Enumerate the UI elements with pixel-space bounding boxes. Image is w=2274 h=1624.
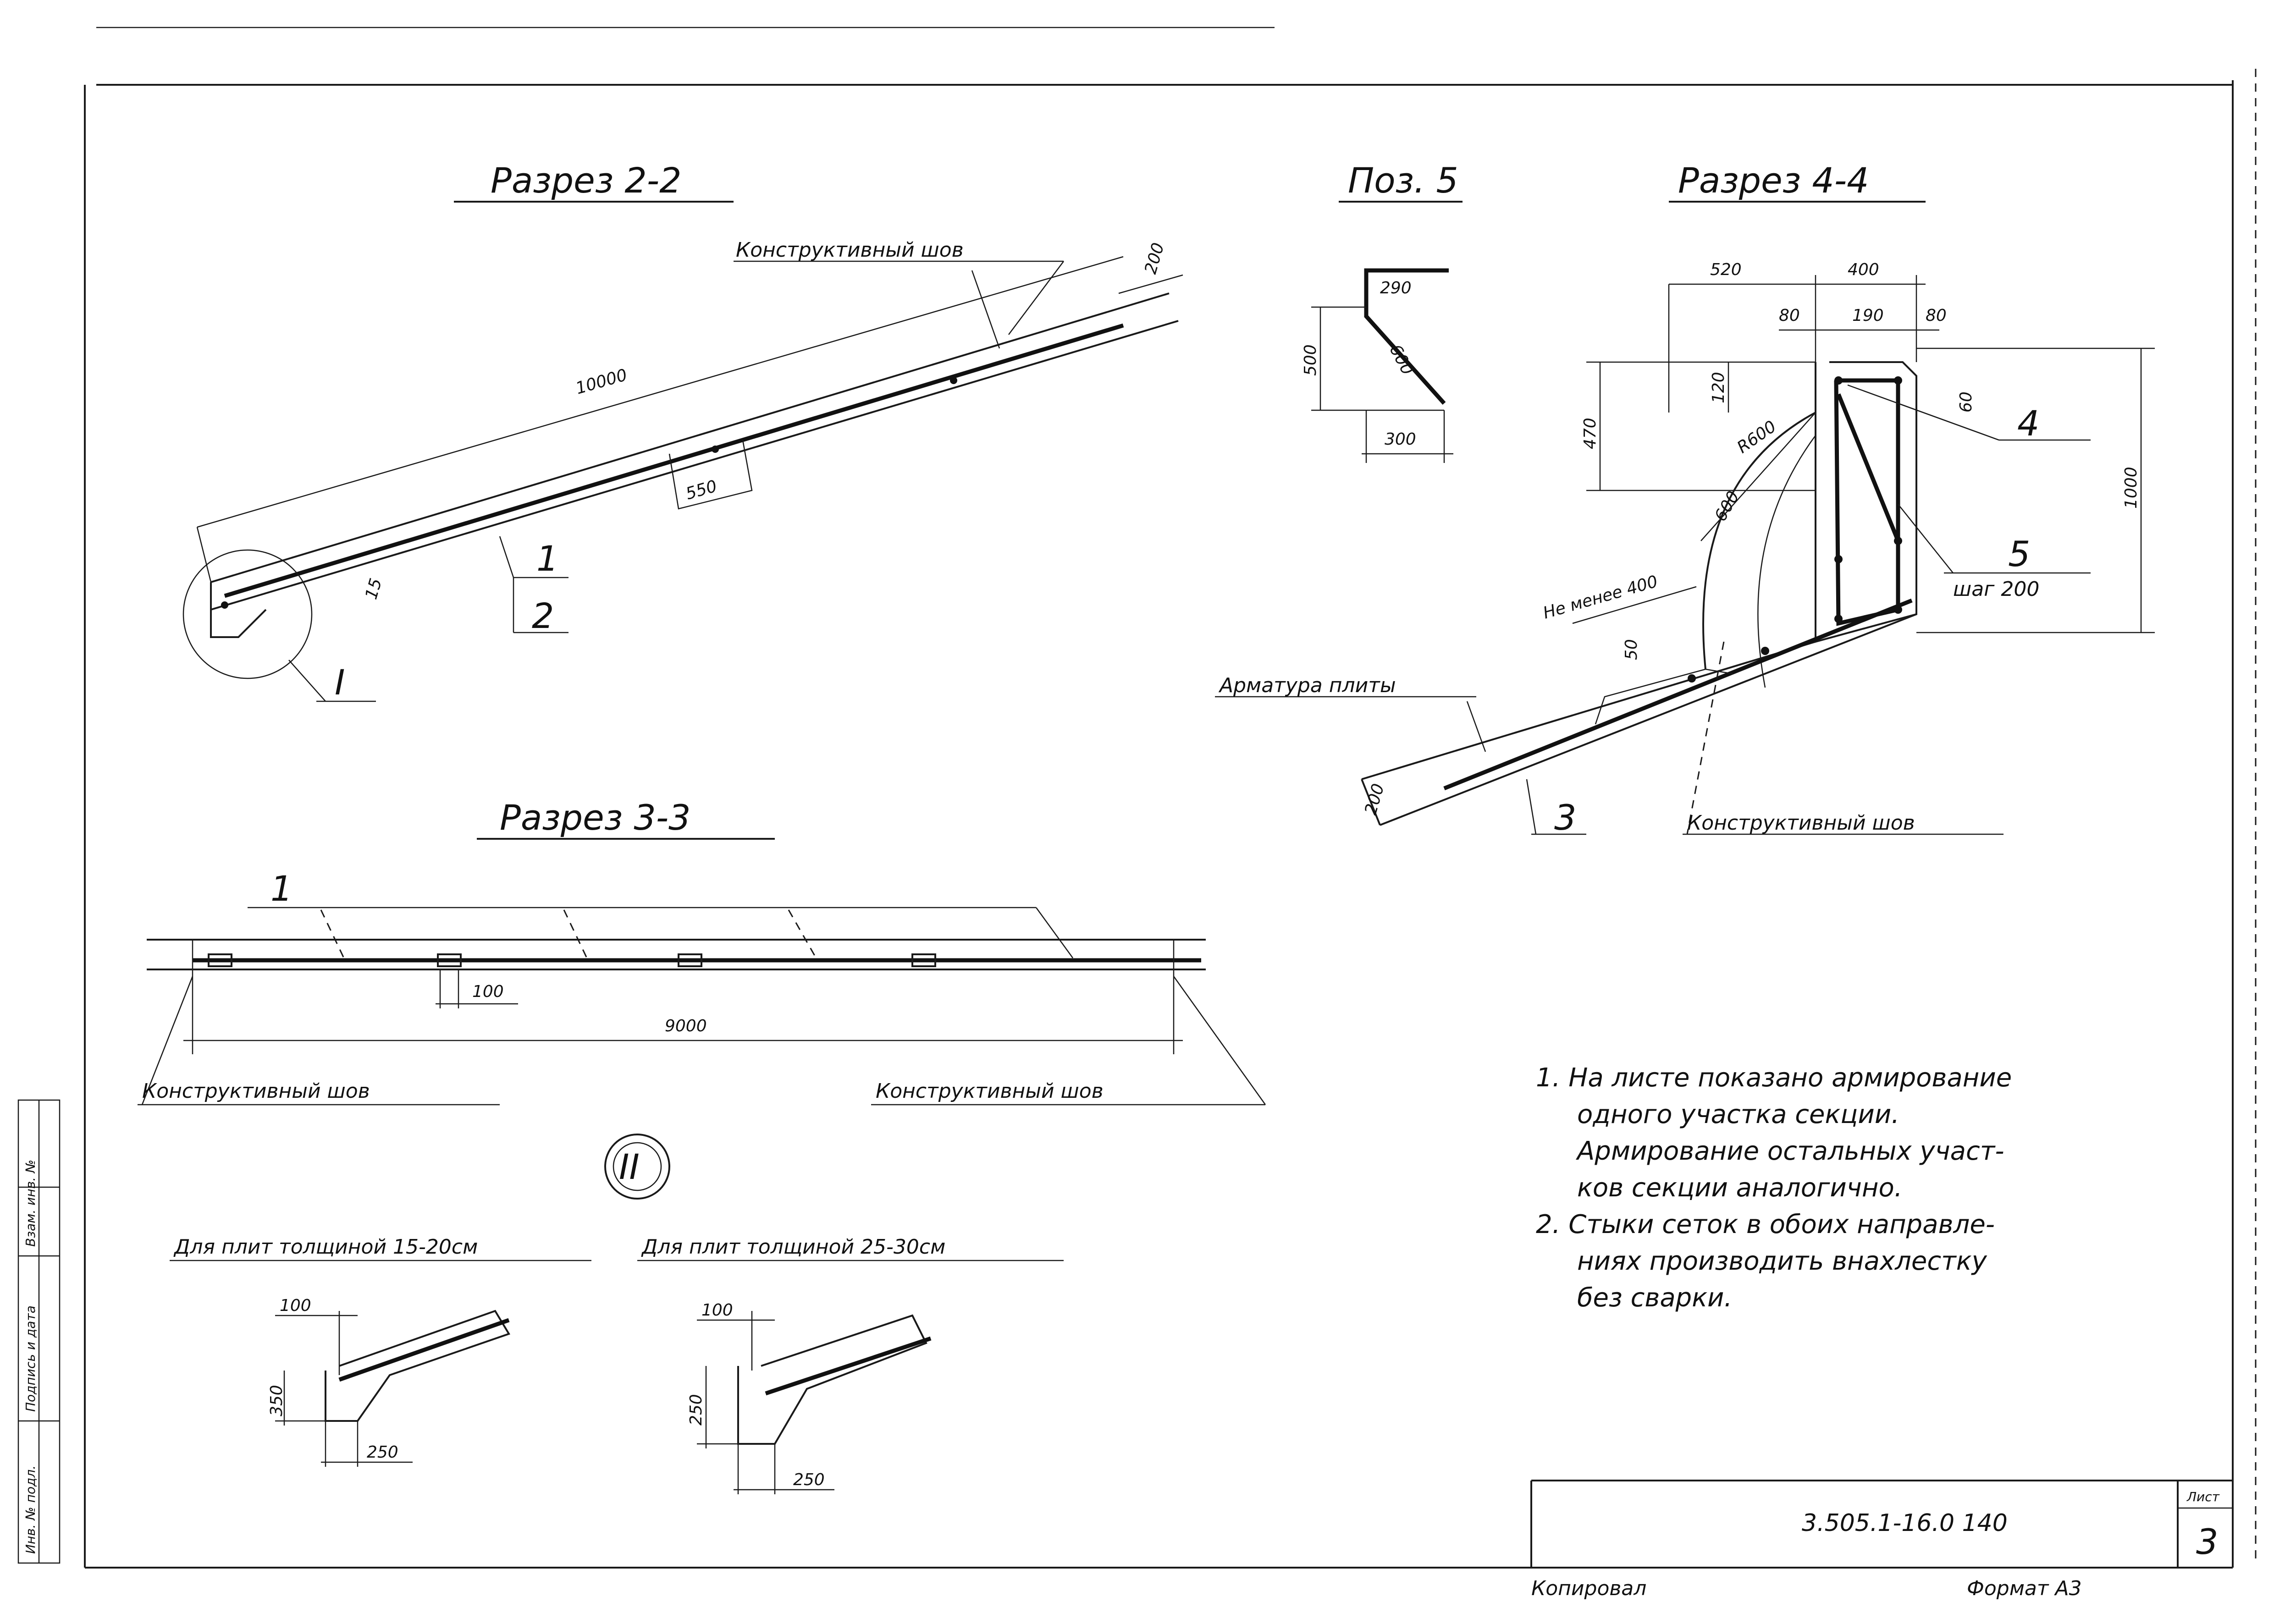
note-line-3: Армирование остальных участ- — [1576, 1136, 2004, 1166]
section-2-2: Разрез 2-2 10000 200 550 15 Конструктивн… — [182, 160, 1183, 703]
s44-dim-60: 60 — [1957, 391, 1976, 413]
s44-dim-520: 520 — [1710, 260, 1742, 279]
doc-code: 3.505.1-16.0 140 — [1802, 1509, 2008, 1537]
section-3-3: Разрез 3-3 1 100 9000 Конструктивный шов — [138, 797, 1266, 1106]
section-4-4-title: Разрез 4-4 — [1678, 160, 1869, 201]
s44-dim-1000: 1000 — [2122, 467, 2141, 509]
callout-1: 1 — [536, 538, 558, 579]
sheet-label: Лист — [2186, 1489, 2220, 1504]
poz-5: Поз. 5 290 500 600 300 — [1301, 160, 1463, 463]
s44-dim-80b: 80 — [1926, 306, 1947, 325]
s44-dim-470: 470 — [1581, 418, 1600, 449]
note-line-5: 2. Стыки сеток в обоих направле- — [1536, 1210, 1995, 1239]
s44-dim-50: 50 — [1622, 639, 1641, 660]
poz5-dim-290: 290 — [1380, 279, 1412, 297]
poz5-dim-500: 500 — [1301, 344, 1320, 376]
section-3-3-joint-right: Конструктивный шов — [876, 1079, 1104, 1103]
detail-II-marker-circle — [604, 1134, 670, 1200]
dim-10000: 10000 — [574, 366, 629, 398]
detail-II-left-100: 100 — [280, 1296, 311, 1315]
format-label: Формат А3 — [1967, 1577, 2082, 1600]
sheet-number: 3 — [2196, 1521, 2218, 1562]
note-line-1: 1. На листе показано армирование — [1536, 1063, 2012, 1093]
detail-II-right-250: 250 — [793, 1470, 825, 1489]
note-line-2: одного участка секции. — [1577, 1100, 1899, 1129]
pos-3: 3 — [1554, 797, 1576, 838]
detail-II-left-caption: Для плит толщиной 15-20см — [173, 1235, 478, 1259]
pos-5: 5 — [2008, 534, 2030, 574]
sheet-frame — [84, 27, 2257, 1569]
s44-dim-120: 120 — [1709, 372, 1728, 403]
detail-I-label: I — [335, 662, 345, 703]
step-label: шаг 200 — [1953, 578, 2039, 601]
detail-I-circle — [182, 549, 313, 679]
joint-label-4-4: Конструктивный шов — [1687, 811, 1915, 835]
slab-rebar-label: Арматура плиты — [1218, 674, 1396, 697]
notes: 1. На листе показано армирование одного … — [1536, 1063, 2012, 1313]
s44-radius: R600 — [1734, 417, 1780, 457]
poz5-title: Поз. 5 — [1348, 160, 1458, 201]
detail-II-left-250: 250 — [367, 1443, 398, 1462]
detail-II-right-100: 100 — [701, 1301, 733, 1320]
joint-label-2-2: Конструктивный шов — [736, 238, 964, 262]
side-label-sign: Подпись и дата — [23, 1305, 38, 1412]
note-line-6: ниях производить внахлестку — [1577, 1246, 1987, 1276]
section-3-3-joint-left: Конструктивный шов — [142, 1079, 370, 1103]
title-block: 3.505.1-16.0 140 Лист 3 Копировал Формат… — [1530, 1480, 2233, 1600]
dim-15: 15 — [362, 576, 386, 601]
callout-2: 2 — [532, 595, 554, 636]
poz5-dim-300: 300 — [1385, 430, 1416, 449]
section-3-3-pos1: 1 — [270, 868, 293, 909]
section-4-4: Разрез 4-4 520 400 80 190 80 — [1215, 160, 2155, 838]
detail-II-left-350: 350 — [267, 1385, 286, 1416]
section-3-3-dim-9000: 9000 — [665, 1017, 707, 1035]
section-3-3-dim-100: 100 — [472, 982, 504, 1001]
detail-II-right-caption: Для плит толщиной 25-30см — [641, 1235, 945, 1259]
side-stamp: Инв. № подл. Подпись и дата Взам. инв. № — [17, 1099, 61, 1564]
s44-dim-190: 190 — [1852, 306, 1884, 325]
dim-200-top: 200 — [1141, 241, 1168, 276]
s44-dim-400: 400 — [1848, 260, 1879, 279]
detail-II-right-250-h: 250 — [687, 1394, 706, 1426]
section-3-3-title: Разрез 3-3 — [500, 797, 691, 838]
note-line-7: без сварки. — [1577, 1283, 1732, 1313]
pos-4: 4 — [2017, 403, 2039, 444]
s44-dim-80a: 80 — [1779, 306, 1800, 325]
detail-II: II Для плит толщиной 15-20см 100 350 250… — [170, 1134, 1064, 1494]
side-label-inv: Инв. № подл. — [23, 1465, 38, 1554]
section-2-2-title: Разрез 2-2 — [491, 160, 682, 201]
side-label-replace: Взам. инв. № — [23, 1160, 38, 1247]
poz5-dim-600: 600 — [1385, 341, 1417, 378]
detail-II-marker: II — [619, 1146, 640, 1187]
s44-radius-600: 600 — [1711, 488, 1743, 524]
note-line-4: ков секции аналогично. — [1577, 1173, 1903, 1203]
copied-by: Копировал — [1531, 1577, 1646, 1600]
